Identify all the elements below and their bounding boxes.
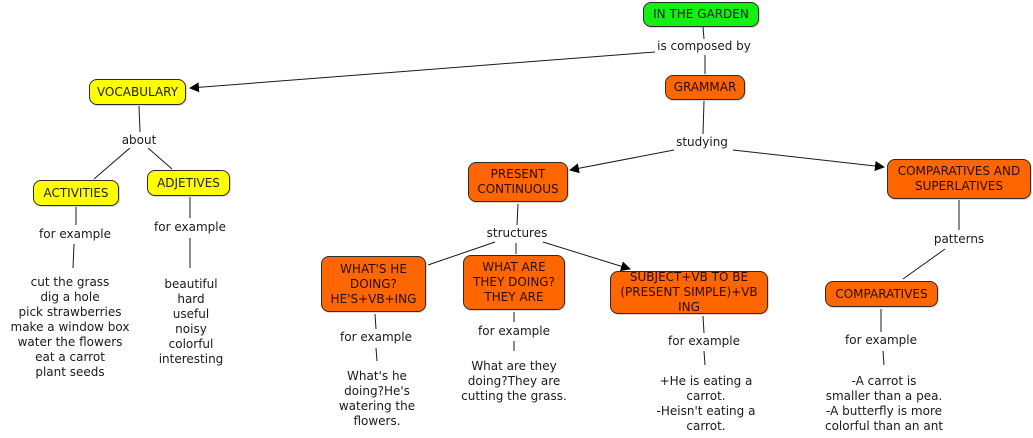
line-structures-to-whats (427, 241, 496, 266)
examples-adjetives[interactable]: beautiful hard useful noisy colorful int… (158, 277, 224, 366)
line-comparatives-example-down (882, 350, 885, 366)
link-whats-he-for-example[interactable]: for example (338, 330, 414, 345)
line-subject-example-down (703, 350, 706, 366)
line-composed-to-vocabulary (189, 51, 656, 93)
line-patterns-to-comparatives (902, 248, 946, 280)
line-root-to-composed (702, 26, 705, 40)
link-activities-for-example[interactable]: for example (37, 227, 113, 242)
link-about[interactable]: about (119, 133, 159, 148)
examples-subject-vb[interactable]: +He is eating a carrot. -Heisn't eating … (656, 374, 756, 433)
node-adjetives[interactable]: ADJETIVES (147, 170, 230, 196)
link-comparatives-for-example[interactable]: for example (843, 333, 919, 348)
line-whats-to-example (374, 313, 377, 330)
examples-whats-he-doing[interactable]: What's he doing?He's watering the flower… (338, 369, 416, 428)
line-structures-to-subject (542, 241, 631, 272)
line-vocabulary-to-about (138, 105, 141, 133)
node-comparatives[interactable]: COMPARATIVES (825, 281, 938, 307)
link-is-composed-by[interactable]: is composed by (655, 39, 753, 54)
node-what-are-they-doing[interactable]: WHAT ARE THEY DOING? THEY ARE (463, 255, 565, 310)
node-grammar[interactable]: GRAMMAR (665, 75, 745, 100)
line-activities-example-down (72, 243, 75, 269)
node-subject-vb-to-be[interactable]: SUBJECT+VB TO BE (PRESENT SIMPLE)+VB ING (610, 270, 768, 314)
link-adjetives-for-example[interactable]: for example (152, 220, 228, 235)
examples-comparatives[interactable]: -A carrot is smaller than a pea. -A butt… (824, 374, 944, 433)
node-vocabulary[interactable]: VOCABULARY (89, 79, 186, 105)
line-studying-to-present (569, 149, 675, 174)
link-subject-for-example[interactable]: for example (666, 334, 742, 349)
node-whats-he-doing[interactable]: WHAT'S HE DOING? HE'S+VB+ING (321, 256, 426, 312)
node-activities[interactable]: ACTIVITIES (33, 180, 119, 206)
line-about-to-adjetives (147, 147, 173, 170)
line-subject-to-example (702, 315, 705, 334)
node-in-the-garden[interactable]: IN THE GARDEN (643, 2, 759, 27)
line-about-to-activities (93, 147, 131, 180)
line-studying-to-comparatives-sup (732, 149, 885, 171)
examples-what-are-they-doing[interactable]: What are they doing?They are cutting the… (461, 359, 567, 403)
examples-activities[interactable]: cut the grass dig a hole pick strawberri… (10, 275, 130, 379)
line-grammar-to-studying (702, 100, 705, 135)
link-patterns[interactable]: patterns (931, 232, 987, 247)
link-structures[interactable]: structures (484, 226, 550, 241)
node-comparatives-and-superlatives[interactable]: COMPARATIVES AND SUPERLATIVES (887, 159, 1031, 199)
link-studying[interactable]: studying (674, 135, 730, 150)
line-whats-example-down (375, 347, 378, 362)
line-present-to-structures (516, 203, 519, 226)
node-present-continuous[interactable]: PRESENT CONTINUOUS (468, 162, 568, 202)
link-what-are-for-example[interactable]: for example (476, 324, 552, 339)
